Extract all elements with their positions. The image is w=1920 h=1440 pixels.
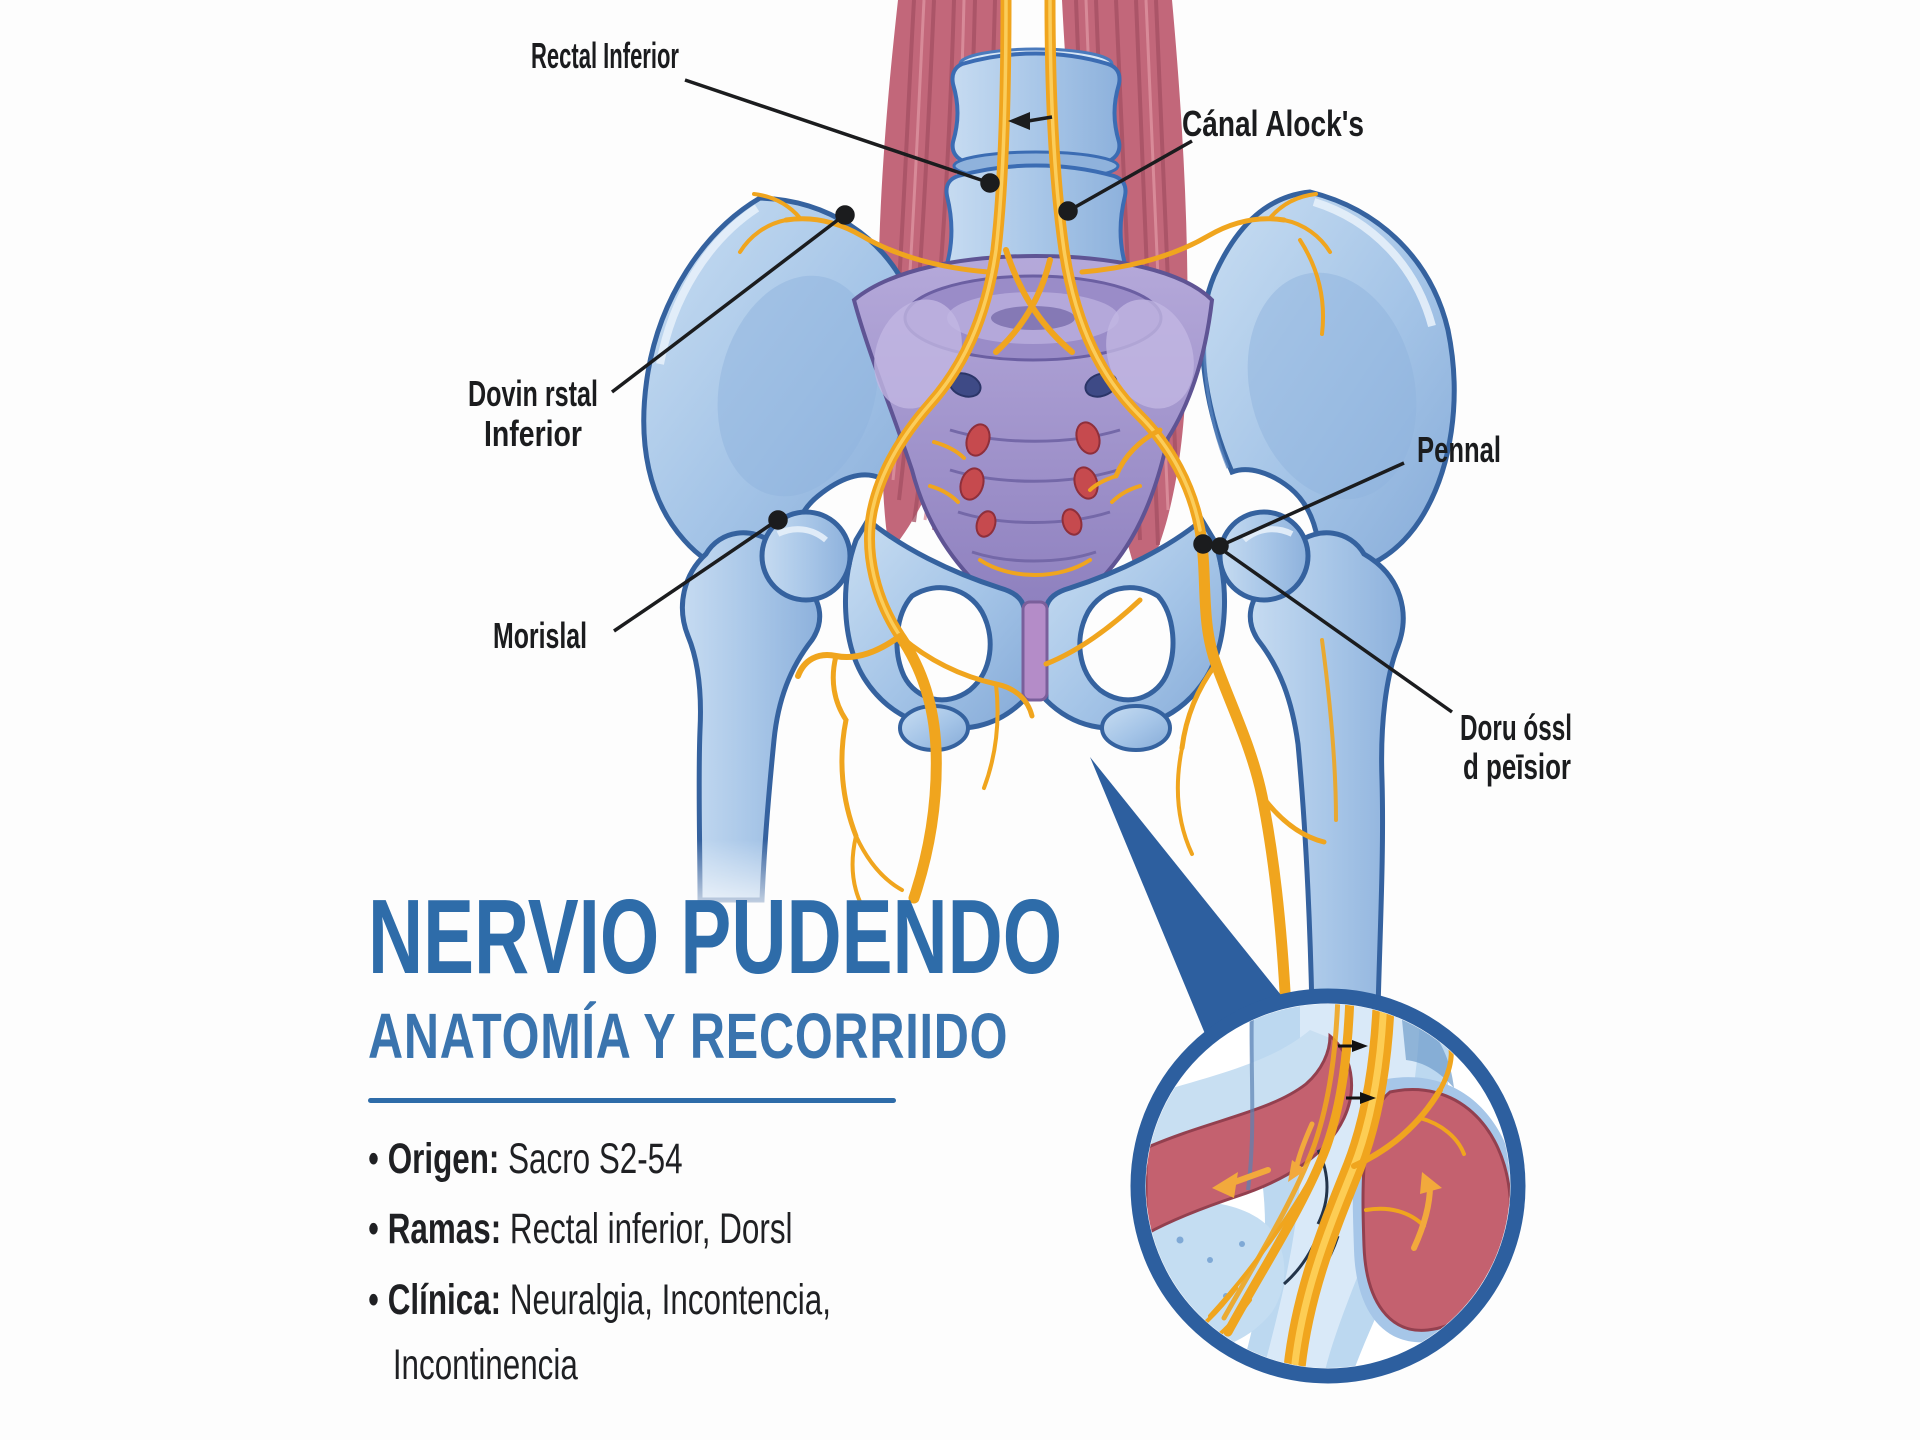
annotation-canal-alocks: Cánal Alock's [1182, 103, 1364, 144]
facts-list: •Origen: Sacro S2-54 •Ramas: Rectal infe… [368, 1127, 879, 1398]
magnifier-wedge [1090, 757, 1285, 1053]
annotation-dorsal-rectal-line1: Dovin rstal [468, 373, 598, 414]
fact-label: Ramas: [387, 1205, 502, 1254]
flow-arrows [1212, 1121, 1442, 1251]
bullet-icon: • [368, 1275, 379, 1324]
inset-callout [1090, 757, 1526, 1384]
annotation-leaders [610, 78, 1454, 714]
annotation-dorsal-rectal-line2: Inferior [484, 413, 582, 454]
page-subtitle: ANATOMÍA Y RECORRIIDO [368, 1000, 1009, 1072]
fact-value: Neuralgia, Incontencia, Incontinencia [392, 1275, 831, 1390]
left-femur [679, 509, 853, 903]
fact-label: Origen: [387, 1135, 500, 1183]
sacral-foramina [948, 372, 1118, 538]
pubis-ischium [843, 516, 1227, 752]
fact-value: Sacro S2-54 [508, 1135, 683, 1183]
annotation-pennal: Pennal [1417, 429, 1501, 470]
inset-content [1146, 1004, 1510, 1368]
title-divider [368, 1098, 896, 1103]
bullet-icon: • [368, 1135, 379, 1183]
fact-value: Rectal inferior, Dorsl [509, 1205, 793, 1254]
annotation-dorsal-posterior-line1: Doru óssl [1460, 707, 1572, 748]
pudendal-nerves [738, 0, 1338, 1170]
fact-label: Clínica: [387, 1275, 502, 1324]
annotation-rectal-inferior: Rectal Inferior [531, 35, 679, 76]
fact-ramas: •Ramas: Rectal inferior, Dorsl [368, 1197, 879, 1262]
annotation-dorsal-posterior-line2: d peīsior [1463, 746, 1571, 787]
page-title: NERVIO PUDENDO [368, 878, 1063, 996]
bullet-icon: • [368, 1205, 379, 1254]
annotation-morislal: Morislal [493, 615, 587, 656]
title-block: NERVIO PUDENDO ANATOMÍA Y RECORRIIDO •Or… [368, 884, 1128, 1403]
fact-clinica: •Clínica: Neuralgia, Incontencia, Incont… [368, 1268, 879, 1399]
fact-origen: •Origen: Sacro S2-54 [368, 1127, 879, 1192]
